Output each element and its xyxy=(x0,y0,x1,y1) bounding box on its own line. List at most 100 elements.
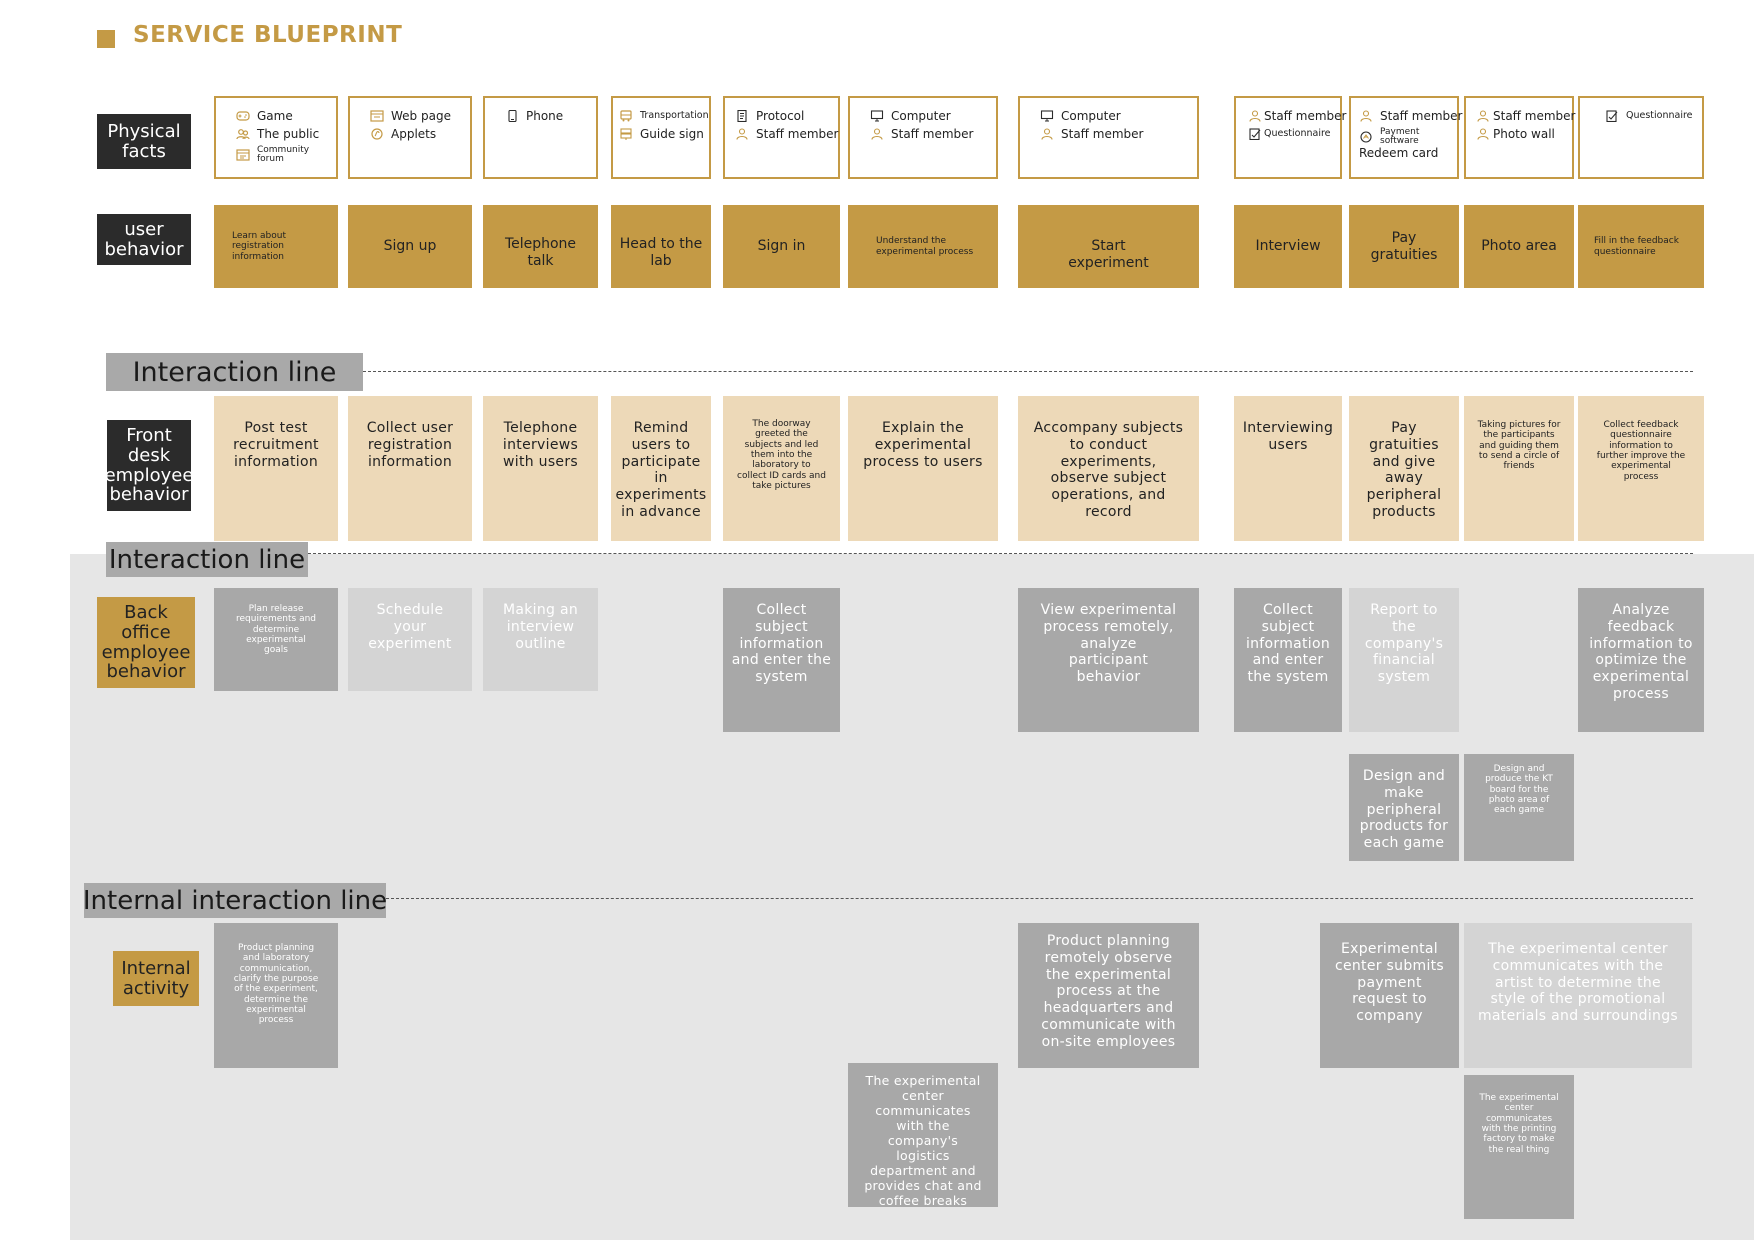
physical-fact-box: Computer Staff member xyxy=(1018,96,1199,179)
pf-item: Staff member xyxy=(870,128,990,140)
internal-activity-box: Product planning remotely observe the ex… xyxy=(1018,923,1199,1068)
payment-icon xyxy=(1359,131,1373,143)
pf-item: Game xyxy=(236,110,330,122)
physical-fact-box: Questionnaire xyxy=(1578,96,1704,179)
internal-activity-box: The experimental center communicates wit… xyxy=(1464,1075,1574,1219)
physical-fact-box: Staff member Questionnaire xyxy=(1234,96,1346,179)
bus-icon xyxy=(619,110,633,122)
user-behavior-box: Pay gratuities xyxy=(1349,205,1459,288)
internal-activity-box: Experimental center submits payment requ… xyxy=(1320,923,1459,1068)
back-office-box: Making an interview outline xyxy=(483,588,598,691)
row-label-physical-facts: Physical facts xyxy=(97,114,191,169)
front-desk-box: Explain the experimental process to user… xyxy=(848,396,998,541)
pf-item: Guide sign xyxy=(619,128,704,140)
front-desk-box: Telephone interviews with users xyxy=(483,396,598,541)
back-office-box: Design and produce the KT board for the … xyxy=(1464,754,1574,861)
back-office-box: Collect subject information and enter th… xyxy=(1234,588,1342,732)
front-desk-box: The doorway greeted the subjects and led… xyxy=(723,396,840,541)
back-office-box: Collect subject information and enter th… xyxy=(723,588,840,732)
internal-interaction-line-label: Internal interaction line xyxy=(83,883,387,918)
user-behavior-box: Telephone talk xyxy=(483,205,598,288)
user-behavior-box: Sign in xyxy=(723,205,840,288)
back-office-box: Plan release requirements and determine … xyxy=(214,588,338,691)
user-behavior-box: Fill in the feedback questionnaire xyxy=(1578,205,1704,288)
physical-fact-box: Protocol Staff member xyxy=(723,96,840,179)
front-desk-box: Post test recruitment information xyxy=(214,396,338,541)
pf-item: Redeem card xyxy=(1359,145,1439,160)
pf-item: Transportation xyxy=(619,110,709,122)
row-label-internal-activity: Internal activity xyxy=(113,951,199,1006)
user-behavior-box: Learn about registration information xyxy=(214,205,338,288)
pf-item: Web page xyxy=(370,110,464,122)
front-desk-box: Accompany subjects to conduct experiment… xyxy=(1018,396,1199,541)
document-icon xyxy=(735,110,749,122)
pf-item: Questionnaire xyxy=(1248,128,1334,140)
questionnaire-icon xyxy=(1605,110,1619,122)
interaction-line-divider xyxy=(363,371,1693,372)
back-office-box: View experimental process remotely, anal… xyxy=(1018,588,1199,732)
interaction-line-label: Interaction line xyxy=(106,353,363,391)
applet-icon xyxy=(370,128,384,140)
front-desk-box: Pay gratuities and give away peripheral … xyxy=(1349,396,1459,541)
phone-icon xyxy=(505,110,519,122)
pf-item: Staff member xyxy=(735,128,838,140)
physical-fact-box: Game The public Community forum xyxy=(214,96,338,179)
back-office-box: Design and make peripheral products for … xyxy=(1349,754,1459,861)
front-desk-box: Taking pictures for the participants and… xyxy=(1464,396,1574,541)
user-behavior-box: Start experiment xyxy=(1018,205,1199,288)
pf-item: Questionnaire xyxy=(1605,110,1696,122)
pf-item: Payment software xyxy=(1359,127,1451,147)
person-icon xyxy=(1476,110,1490,122)
user-behavior-box: Head to the lab xyxy=(611,205,711,288)
physical-fact-box: Computer Staff member xyxy=(848,96,998,179)
physical-fact-box: Staff member Photo wall xyxy=(1464,96,1575,179)
front-desk-box: Collect feedback questionnaire informati… xyxy=(1578,396,1704,541)
person-icon xyxy=(870,128,884,140)
pf-item: Computer xyxy=(870,110,990,122)
person-icon xyxy=(1040,128,1054,140)
pf-item: Community forum xyxy=(236,145,330,165)
title-square-icon xyxy=(97,30,115,48)
front-desk-box: Remind users to participate in experimen… xyxy=(611,396,711,541)
pf-item: Computer xyxy=(1040,110,1191,122)
physical-fact-box: Phone xyxy=(483,96,598,179)
user-behavior-box: Interview xyxy=(1234,205,1342,288)
physical-fact-box: Transportation Guide sign xyxy=(611,96,711,179)
internal-activity-box: The experimental center communicates wit… xyxy=(1464,923,1692,1068)
internal-activity-box: Product planning and laboratory communic… xyxy=(214,923,338,1068)
monitor-icon xyxy=(870,110,884,122)
person-icon xyxy=(1359,110,1373,122)
row-label-front-desk: Front desk employee behavior xyxy=(105,420,193,511)
pf-item: The public xyxy=(236,128,330,140)
user-behavior-box: Photo area xyxy=(1464,205,1574,288)
forum-icon xyxy=(236,149,250,162)
row-label-back-office: Back office employee behavior xyxy=(97,597,195,688)
user-behavior-box: Sign up xyxy=(348,205,472,288)
webpage-icon xyxy=(370,110,384,122)
person-icon xyxy=(1476,128,1490,140)
gamepad-icon xyxy=(236,110,250,122)
pf-item: Staff member xyxy=(1040,128,1191,140)
pf-item: Photo wall xyxy=(1476,128,1566,140)
pf-item: Applets xyxy=(370,128,464,140)
pf-item: Phone xyxy=(505,110,590,122)
internal-interaction-line-divider xyxy=(386,898,1693,899)
signpost-icon xyxy=(619,128,633,140)
interaction-line-2-divider xyxy=(308,553,1693,554)
internal-activity-box: The experimental center communicates wit… xyxy=(848,1063,998,1208)
front-desk-box: Collect user registration information xyxy=(348,396,472,541)
pf-item: Staff member xyxy=(1476,110,1575,122)
pf-item: Staff member xyxy=(1359,110,1462,122)
back-office-box: Analyze feedback information to optimize… xyxy=(1578,588,1704,732)
person-icon xyxy=(735,128,749,140)
questionnaire-icon xyxy=(1248,128,1262,140)
back-office-box: Report to the company's financial system xyxy=(1349,588,1459,732)
people-icon xyxy=(236,128,250,140)
front-desk-box: Interviewing users xyxy=(1234,396,1342,541)
user-behavior-box: Understand the experimental process xyxy=(848,205,998,288)
interaction-line-2-label: Interaction line xyxy=(106,542,308,577)
monitor-icon xyxy=(1040,110,1054,122)
pf-item: Staff member xyxy=(1248,110,1346,122)
physical-fact-box: Web page Applets xyxy=(348,96,472,179)
back-office-box: Schedule your experiment xyxy=(348,588,472,691)
